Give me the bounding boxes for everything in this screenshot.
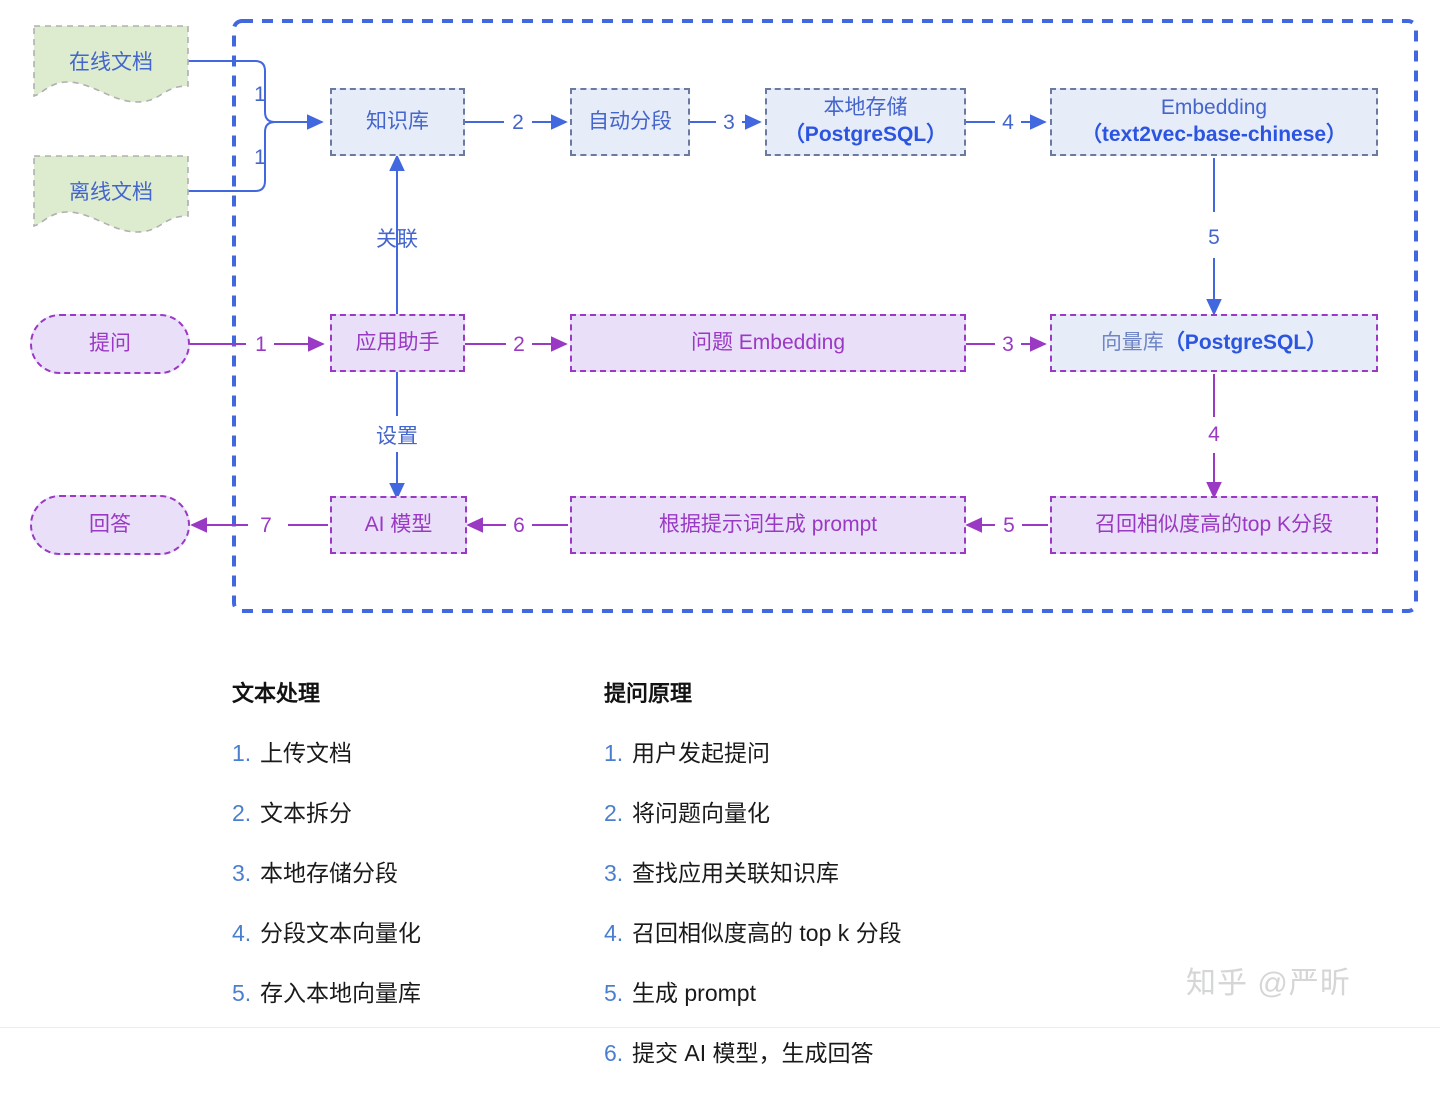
list-item-number: 5. (232, 980, 252, 1006)
node-question-embedding-label: 问题 Embedding (690, 330, 846, 354)
list-item-number: 1. (232, 740, 252, 766)
list-item-text: 召回相似度高的 top k 分段 (632, 920, 902, 946)
document-online-label: 在线文档 (69, 51, 153, 74)
legend-question-principle-title: 提问原理 (604, 681, 693, 706)
edge-label-embed-to-vector: 5 (1208, 226, 1220, 249)
node-vector-store-engine: （PostgreSQL） (1163, 330, 1328, 354)
node-knowledge-base-label: 知识库 (366, 109, 429, 133)
legend-text-processing-title: 文本处理 (232, 681, 321, 706)
legend-text-processing: 文本处理 1. 上传文档 2. 文本拆分 3. 本地存储分段 4. 分段文本向量化 5.… (232, 676, 421, 1034)
list-item-text: 查找应用关联知识库 (632, 860, 839, 886)
document-online[interactable]: 在线文档 (32, 24, 190, 108)
list-item-number: 1. (604, 740, 624, 766)
list-item-text: 分段文本向量化 (260, 920, 421, 946)
legend-text-processing-list: 1. 上传文档 2. 文本拆分 3. 本地存储分段 4. 分段文本向量化 5. 存入本地向… (232, 734, 421, 1008)
node-ask[interactable]: 提问 (30, 314, 190, 374)
node-auto-split[interactable]: 自动分段 (570, 88, 690, 156)
edge-label-vector-to-topk: 4 (1208, 423, 1220, 446)
list-item-text: 存入本地向量库 (260, 980, 421, 1006)
node-generate-prompt[interactable]: 根据提示词生成 prompt (570, 496, 966, 554)
list-item: 2. 将问题向量化 (604, 794, 902, 828)
list-item: 5. 生成 prompt (604, 974, 902, 1008)
edge-label-qembed-to-vector: 3 (1002, 333, 1014, 356)
node-answer-label: 回答 (89, 512, 131, 536)
edge-label-online-to-kb: 1 (254, 83, 266, 106)
node-recall-topk-label: 召回相似度高的top K分段 (1094, 512, 1334, 536)
node-ask-label: 提问 (89, 331, 131, 355)
list-item-number: 2. (232, 800, 252, 826)
watermark: 知乎 @严昕 (1186, 967, 1351, 1000)
node-ai-model-label: AI 模型 (364, 512, 433, 536)
list-item-number: 4. (604, 920, 624, 946)
list-item: 5. 存入本地向量库 (232, 974, 421, 1008)
list-item: 3. 本地存储分段 (232, 854, 421, 888)
node-app-assistant[interactable]: 应用助手 (330, 314, 465, 372)
edge-label-topk-to-prompt: 5 (1003, 514, 1015, 537)
list-item: 1. 上传文档 (232, 734, 421, 768)
node-local-storage[interactable]: 本地存储 （PostgreSQL） (765, 88, 966, 156)
node-generate-prompt-label: 根据提示词生成 prompt (658, 512, 878, 536)
edge-label-split-to-store: 3 (723, 111, 735, 134)
node-recall-topk[interactable]: 召回相似度高的top K分段 (1050, 496, 1378, 554)
document-offline-label: 离线文档 (69, 181, 153, 204)
list-item-number: 3. (232, 860, 252, 886)
list-item-text: 上传文档 (260, 740, 352, 766)
edge-label-assistant-to-qembed: 2 (513, 333, 525, 356)
node-vector-store-label: 向量库 (1100, 330, 1164, 354)
edge-label-kb-link: 关联 (376, 228, 418, 251)
list-item-number: 5. (604, 980, 624, 1006)
node-ai-model[interactable]: AI 模型 (330, 496, 467, 554)
node-embedding-model-name: （text2vec-base-chinese） (1080, 123, 1348, 146)
list-item-text: 生成 prompt (632, 980, 756, 1006)
list-item: 4. 分段文本向量化 (232, 914, 421, 948)
node-local-storage-label: 本地存储 (823, 96, 908, 120)
list-item-number: 2. (604, 800, 624, 826)
document-offline[interactable]: 离线文档 (32, 154, 190, 238)
list-item-number: 6. (604, 1040, 624, 1066)
node-local-storage-engine: （PostgreSQL） (783, 123, 948, 146)
edge-label-offline-to-kb: 1 (254, 146, 266, 169)
node-auto-split-label: 自动分段 (588, 109, 672, 133)
edge-label-ask-to-assistant: 1 (255, 333, 267, 356)
list-item-text: 文本拆分 (260, 800, 352, 826)
node-vector-store[interactable]: 向量库（PostgreSQL） (1050, 314, 1378, 372)
edge-label-kb-to-split: 2 (512, 111, 524, 134)
legend-question-principle-list: 1. 用户发起提问 2. 将问题向量化 3. 查找应用关联知识库 4. 召回相似度高的 … (604, 734, 902, 1068)
node-answer[interactable]: 回答 (30, 495, 190, 555)
edge-label-prompt-to-ai: 6 (513, 514, 525, 537)
list-item: 3. 查找应用关联知识库 (604, 854, 902, 888)
edge-label-ai-to-answer: 7 (260, 514, 272, 537)
node-embedding-model[interactable]: Embedding （text2vec-base-chinese） (1050, 88, 1378, 156)
list-item-text: 本地存储分段 (260, 860, 398, 886)
page-bottom-edge (0, 1027, 1440, 1042)
list-item: 1. 用户发起提问 (604, 734, 902, 768)
list-item: 2. 文本拆分 (232, 794, 421, 828)
node-app-assistant-label: 应用助手 (355, 330, 440, 354)
node-knowledge-base[interactable]: 知识库 (330, 88, 465, 156)
list-item-number: 4. (232, 920, 252, 946)
edge-label-store-to-embed: 4 (1002, 111, 1014, 134)
node-embedding-model-label: Embedding (1160, 96, 1268, 120)
list-item: 4. 召回相似度高的 top k 分段 (604, 914, 902, 948)
list-item-number: 3. (604, 860, 624, 886)
diagram-canvas: 在线文档 离线文档 知识库 自动分段 本地存储 （PostgreSQL） Emb… (0, 19, 1440, 1066)
list-item-text: 将问题向量化 (632, 800, 770, 826)
list-item-text: 提交 AI 模型，生成回答 (632, 1040, 874, 1066)
edge-label-assistant-settings: 设置 (376, 425, 418, 448)
node-question-embedding[interactable]: 问题 Embedding (570, 314, 966, 372)
list-item-text: 用户发起提问 (632, 740, 770, 766)
